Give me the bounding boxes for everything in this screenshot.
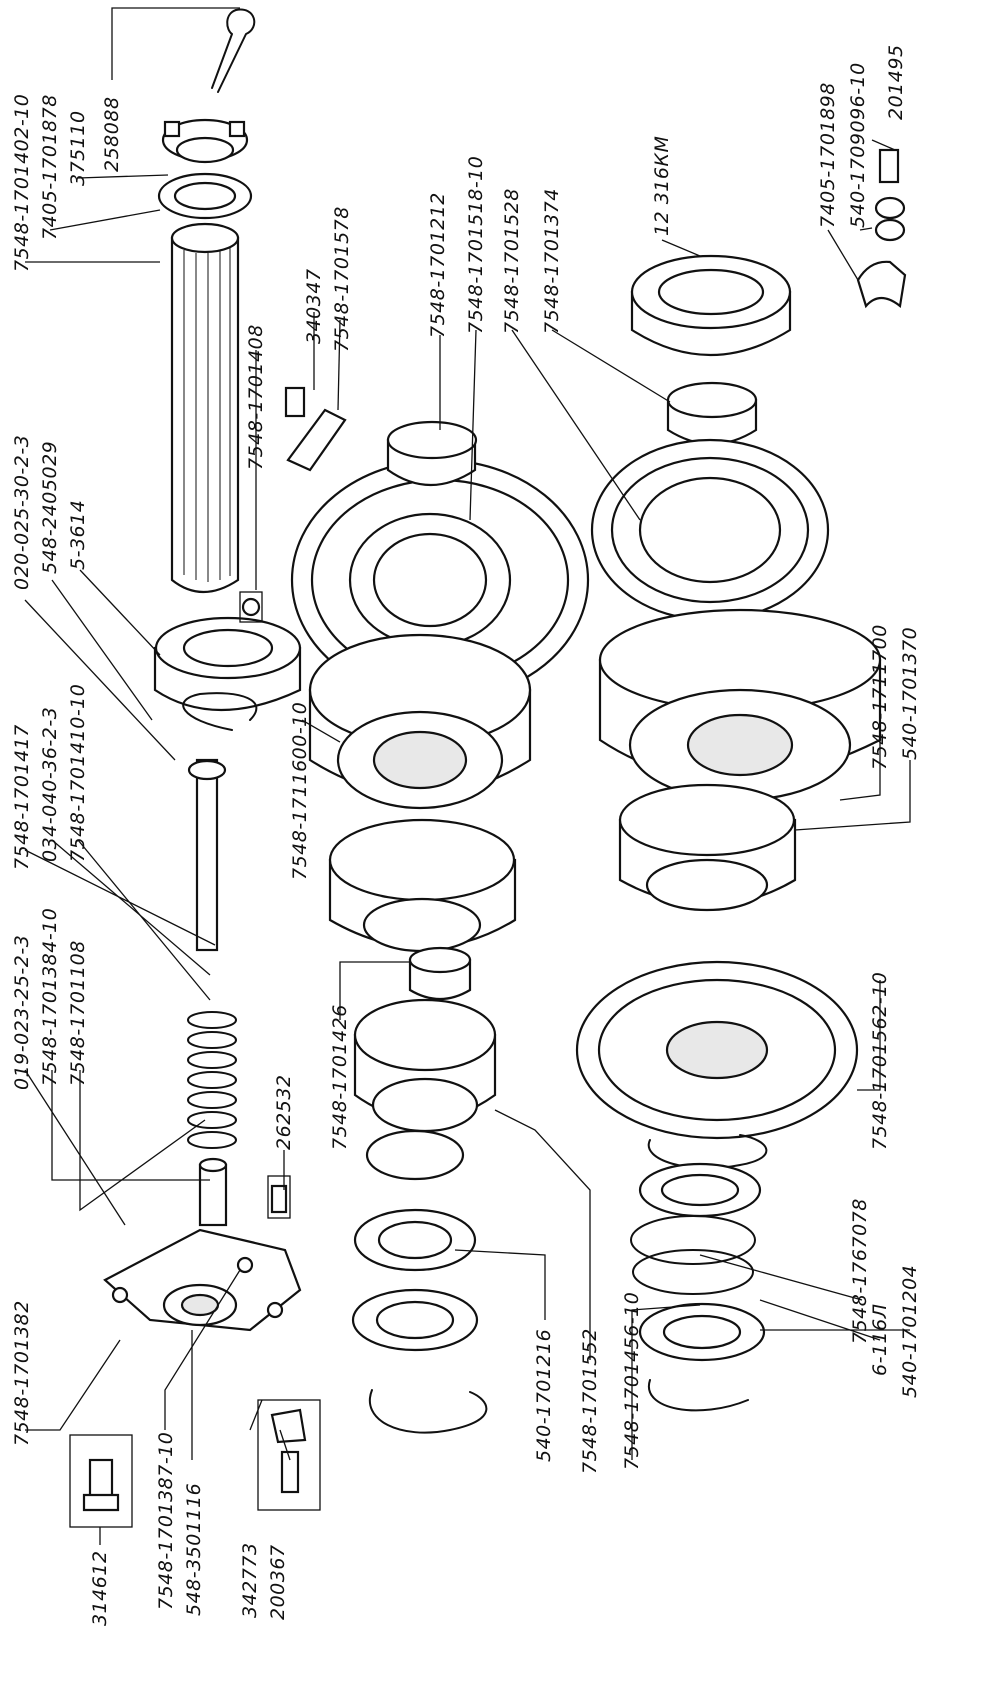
bushing-1701426 [408, 946, 472, 1000]
label-p03: 375110 [67, 110, 89, 186]
gear-large-center [290, 458, 590, 702]
plug-262532 [267, 1175, 291, 1219]
bearing-stack-right [630, 1134, 768, 1412]
part-labels: 7548-1701402-10 7405-1701878 375110 2580… [11, 44, 921, 1626]
ring-1701374 [666, 381, 758, 446]
label-p30: 7548-1701562-10 [869, 972, 891, 1150]
housing-cover [103, 1228, 302, 1332]
label-p05: 020-025-30-2-3 [11, 435, 33, 590]
gear-hub-right [618, 783, 797, 912]
label-p41: 342773 [239, 1542, 261, 1618]
cotter-pin [211, 8, 256, 93]
label-p23: 7548-1711700 [869, 624, 891, 770]
label-p38: 314612 [89, 1550, 111, 1626]
gear-hub-left [328, 818, 517, 953]
bearing-12316KM [630, 254, 792, 357]
label-p01: 7548-1701402-10 [11, 94, 33, 272]
label-p26: 7548-1701384-10 [39, 908, 61, 1086]
label-p36: 6-116Л [869, 1304, 891, 1377]
label-p14: 7548-1701374 [541, 188, 563, 334]
label-p15: 12 316КМ [651, 136, 673, 236]
label-p37: 540-1701204 [899, 1265, 921, 1398]
gear-large-lower-right [575, 960, 859, 1140]
clutch-drum-left [308, 633, 532, 810]
label-p33: 7548-1701552 [579, 1328, 601, 1474]
label-p19: 7548-1701417 [11, 724, 33, 870]
label-p12: 7548-1701518-10 [465, 156, 487, 334]
label-p29: 7548-1701426 [329, 1004, 351, 1150]
half-ring-7405-1701898 [856, 260, 907, 309]
spring [187, 1011, 237, 1149]
label-p32: 540-1701216 [533, 1329, 555, 1462]
label-p02: 7405-1701878 [39, 94, 61, 240]
control-rod [187, 758, 227, 952]
label-p34: 7548-1701456-10 [621, 1292, 643, 1470]
label-p22: 7548-1711600-10 [289, 702, 311, 880]
label-p39: 7548-1701387-10 [155, 1432, 177, 1610]
parts-artwork [69, 8, 907, 1528]
castle-nut [161, 118, 249, 164]
fastener-201495 [878, 148, 900, 184]
washer [157, 172, 253, 220]
bolt-314612 [69, 1434, 133, 1528]
label-p35: 7548-1767078 [849, 1198, 871, 1344]
small-nut-7548-1701408 [239, 591, 263, 623]
label-p10: 7548-1701578 [331, 206, 353, 352]
label-p13: 7548-1701528 [501, 188, 523, 334]
gear-1701552 [353, 998, 497, 1133]
label-p40: 548-3501116 [183, 1483, 205, 1616]
label-p08: 7548-1701408 [245, 324, 267, 470]
label-p16: 7405-1701898 [817, 82, 839, 228]
plunger [198, 1157, 228, 1227]
label-p21: 7548-1701410-10 [67, 684, 89, 862]
clutch-drum-right [598, 608, 882, 802]
label-p17: 540-1709096-10 [847, 62, 869, 228]
splined-shaft [170, 222, 240, 593]
gear-right-top [590, 438, 830, 622]
leader-lines [24, 7, 911, 1545]
snap-ring [182, 692, 258, 731]
label-p07: 5-3614 [67, 500, 89, 570]
bolt-200367 [257, 1399, 321, 1511]
clip-540-1709096-10 [874, 196, 906, 242]
label-p31: 7548-1701382 [11, 1300, 33, 1446]
ring-1701212 [386, 420, 478, 487]
label-p06: 548-2405029 [39, 441, 61, 574]
label-p25: 019-023-25-2-3 [11, 935, 33, 1090]
label-p24: 540-1701370 [899, 627, 921, 760]
label-p09: 340347 [303, 268, 325, 344]
bearing-stack-left [351, 1129, 488, 1434]
label-p42: 200367 [267, 1544, 289, 1620]
label-p27: 7548-1701108 [67, 940, 89, 1086]
label-p18: 201495 [885, 44, 907, 120]
label-p04: 258088 [101, 96, 123, 172]
bolt-340347 [284, 386, 347, 472]
label-p20: 034-040-36-2-3 [39, 707, 61, 862]
label-p11: 7548-1701212 [427, 192, 449, 338]
roller-bearing-left [153, 616, 302, 711]
label-p28: 262532 [273, 1074, 295, 1150]
